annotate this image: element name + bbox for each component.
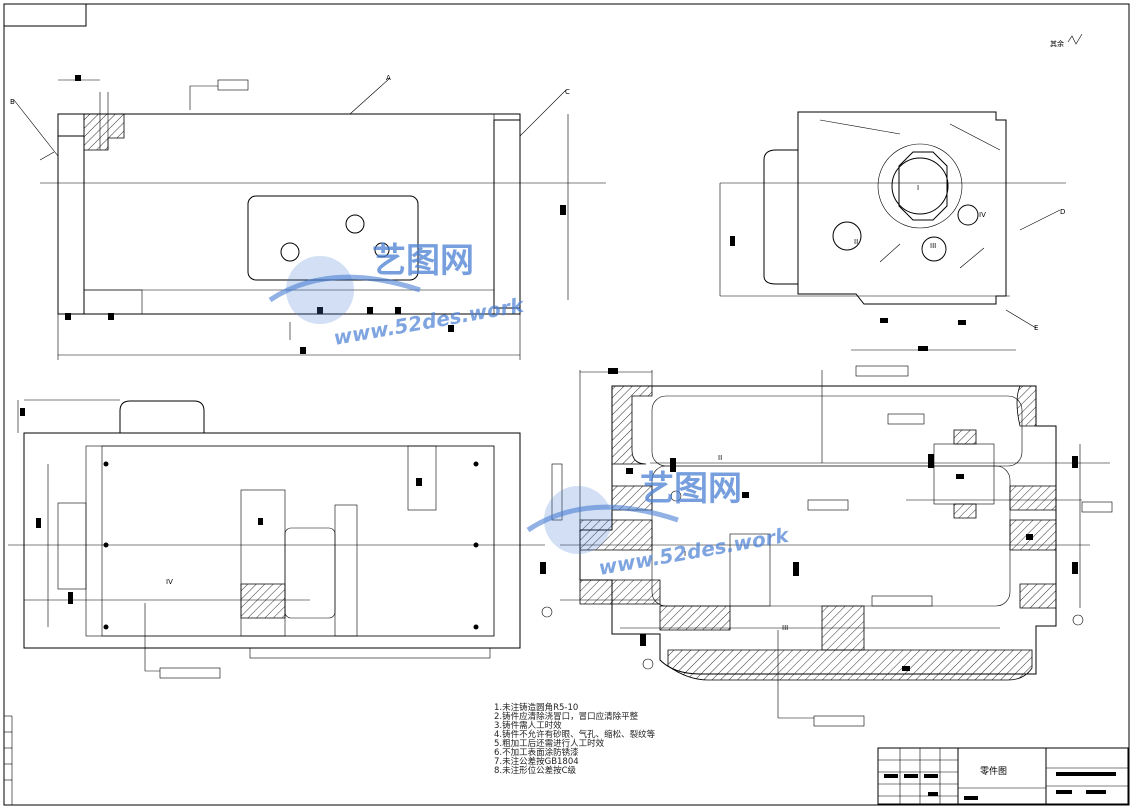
front-view: A B C xyxy=(10,74,606,360)
svg-text:III: III xyxy=(782,624,788,632)
svg-text:4.铸件不允许有砂眼、气孔、缩松、裂纹等: 4.铸件不允许有砂眼、气孔、缩松、裂纹等 xyxy=(494,729,656,740)
watermark-top: 艺图网 www.52des.work xyxy=(268,241,527,350)
svg-text:B: B xyxy=(10,98,15,106)
part-name: 零件图 xyxy=(980,765,1007,777)
svg-text:A: A xyxy=(386,74,391,82)
title-block: 零件图 xyxy=(877,747,1129,805)
svg-text:D: D xyxy=(1060,208,1065,216)
svg-text:8.未注形位公差按C级: 8.未注形位公差按C级 xyxy=(494,765,577,776)
section-view: II I III xyxy=(540,365,1113,727)
side-view: D E I II III IV xyxy=(719,111,1066,351)
svg-text:E: E xyxy=(1034,324,1038,332)
svg-text:III: III xyxy=(930,242,936,250)
svg-text:II: II xyxy=(718,454,722,462)
svg-text:艺图网: 艺图网 xyxy=(640,469,742,509)
svg-text:www.52des.work: www.52des.work xyxy=(332,293,527,350)
svg-text:3.铸件需人工时效: 3.铸件需人工时效 xyxy=(494,720,562,731)
svg-text:1.未注铸造圆角R5-10: 1.未注铸造圆角R5-10 xyxy=(494,702,578,713)
margin-marks xyxy=(4,715,13,805)
svg-text:I: I xyxy=(684,550,686,558)
svg-text:IV: IV xyxy=(979,211,986,219)
svg-text:6.不加工表面涂防锈漆: 6.不加工表面涂防锈漆 xyxy=(494,747,579,758)
svg-text:C: C xyxy=(565,88,570,96)
svg-text:IV: IV xyxy=(166,578,173,586)
svg-text:5.粗加工后还需进行人工时效: 5.粗加工后还需进行人工时效 xyxy=(494,738,605,749)
technical-notes: 1.未注铸造圆角R5-10 2.铸件应清除浇冒口，冒口应清除平整 3.铸件需人工… xyxy=(494,702,656,776)
sheet-border xyxy=(3,3,1130,806)
svg-text:II: II xyxy=(854,238,858,246)
svg-text:7.未注公差按GB1804: 7.未注公差按GB1804 xyxy=(494,756,579,767)
watermark-bottom: 艺图网 www.52des.work xyxy=(526,469,792,580)
svg-text:艺图网: 艺图网 xyxy=(372,241,474,281)
roughness-note: 其余 xyxy=(1050,39,1064,48)
svg-text:2.铸件应清除浇冒口，冒口应清除平整: 2.铸件应清除浇冒口，冒口应清除平整 xyxy=(494,711,639,722)
corner-label-box xyxy=(3,3,87,27)
svg-text:I: I xyxy=(917,184,919,192)
top-view: IV xyxy=(8,399,545,679)
